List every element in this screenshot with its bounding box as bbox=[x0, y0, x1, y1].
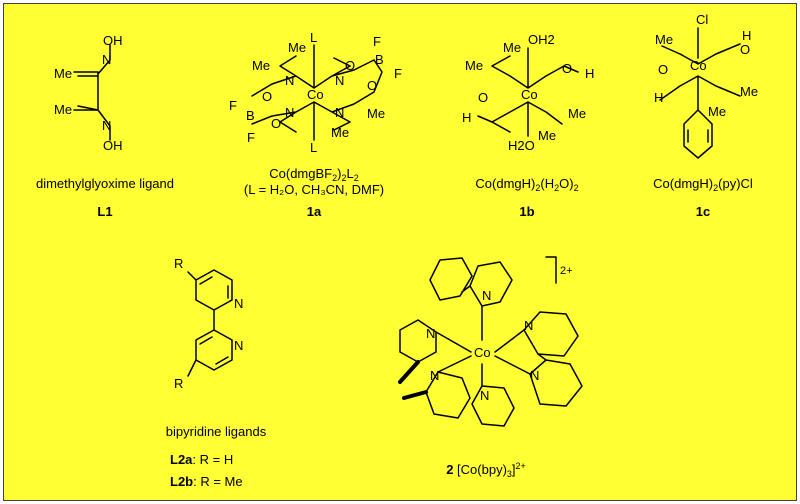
structure-L2: R R N N bbox=[174, 256, 243, 391]
atom-o-1a-2: O bbox=[262, 89, 272, 104]
atom-oh-bottom: OH bbox=[103, 138, 123, 153]
label-L2b: L2b: R = Me bbox=[170, 474, 243, 489]
atom-oh-top: OH bbox=[103, 33, 123, 48]
atom-o-1a-3: O bbox=[367, 78, 377, 93]
atom-me-1b-3: Me bbox=[568, 106, 586, 121]
atom-n-2-2: N bbox=[426, 326, 435, 341]
atom-me-1c-2: Me bbox=[740, 84, 758, 99]
atom-f-1a-1: F bbox=[373, 34, 381, 49]
formula-1b: Co(dmgH)2(H2O)2 bbox=[475, 176, 578, 193]
charge-bracket bbox=[545, 256, 557, 284]
atom-o-1a-1: O bbox=[345, 58, 355, 73]
atom-h-1c-2: H bbox=[742, 28, 751, 43]
atom-n-top: N bbox=[102, 52, 111, 67]
atom-n-1a-2: N bbox=[335, 73, 344, 88]
atom-l-top: L bbox=[310, 30, 317, 45]
formula-1a: Co(dmgBF2)2L2 bbox=[269, 166, 358, 183]
ligand-note-1a: (L = H₂O, CH₃CN, DMF) bbox=[244, 182, 384, 197]
atom-b-1a-right: B bbox=[375, 52, 384, 67]
atom-me-1b-1: Me bbox=[503, 40, 521, 55]
atom-h-1b-2: H bbox=[462, 110, 471, 125]
scheme-panel bbox=[3, 3, 797, 501]
atom-f-1a-3: F bbox=[229, 98, 237, 113]
atom-n-2-5: N bbox=[530, 368, 539, 383]
atom-n-bottom: N bbox=[102, 118, 111, 133]
caption-L1: dimethylglyoxime ligand bbox=[36, 176, 174, 191]
formula-2: 2 [Co(bpy)3]2+ bbox=[446, 461, 526, 479]
structure-1c: Co Cl Me Me Me O O H H bbox=[654, 12, 758, 159]
atom-n-1a-1: N bbox=[285, 73, 294, 88]
atom-n-1a-3: N bbox=[285, 105, 294, 120]
atom-n-1a-4: N bbox=[335, 105, 344, 120]
atom-oh2-1b: OH2 bbox=[528, 32, 555, 47]
atom-me-1a-1: Me bbox=[288, 40, 306, 55]
atom-l-bottom: L bbox=[310, 140, 317, 155]
atom-h-1c-1: H bbox=[654, 90, 663, 105]
atom-o-1c-1: O bbox=[658, 62, 668, 77]
atom-f-1a-4: F bbox=[247, 130, 255, 145]
atom-me-1c-3: Me bbox=[708, 104, 726, 119]
structure-1b: Co OH2 H2O Me Me Me Me O H O H bbox=[462, 32, 594, 153]
atom-n-2-3: N bbox=[524, 318, 533, 333]
atom-co-1c: Co bbox=[690, 58, 707, 73]
atom-n-L2-2: N bbox=[234, 338, 243, 353]
atom-co-2: Co bbox=[474, 345, 491, 360]
charge-2: 2+ bbox=[560, 265, 573, 277]
label-1b: 1b bbox=[519, 204, 534, 219]
atom-o-1b-1: O bbox=[562, 61, 572, 76]
structure-2: Co N N N N N N 2+ bbox=[398, 256, 583, 427]
atom-me-1a-4: Me bbox=[331, 125, 349, 140]
atom-n-2-1: N bbox=[482, 288, 491, 303]
atom-me-1b-2: Me bbox=[465, 58, 483, 73]
atom-h2o-1b: H2O bbox=[508, 138, 535, 153]
atom-co-1b: Co bbox=[521, 87, 538, 102]
atom-r-top: R bbox=[174, 256, 183, 271]
atom-n-2-4: N bbox=[430, 368, 439, 383]
label-L2a: L2a: R = H bbox=[170, 452, 233, 467]
atom-me-1a-2: Me bbox=[252, 58, 270, 73]
label-L1: L1 bbox=[97, 204, 112, 219]
atom-o-1b-2: O bbox=[478, 90, 488, 105]
atom-h-1b-1: H bbox=[585, 66, 594, 81]
atom-cl-1c: Cl bbox=[696, 12, 708, 27]
atom-me-1c-1: Me bbox=[655, 32, 673, 47]
atom-o-1c-2: O bbox=[740, 42, 750, 57]
atom-me-1a-3: Me bbox=[367, 106, 385, 121]
atom-r-bottom: R bbox=[174, 376, 183, 391]
label-1a: 1a bbox=[307, 204, 322, 219]
atom-n-2-6: N bbox=[480, 388, 489, 403]
atom-me-top: Me bbox=[54, 66, 72, 81]
atom-co-1a: Co bbox=[307, 87, 324, 102]
formula-1c: Co(dmgH)2(py)Cl bbox=[653, 176, 753, 193]
label-1c: 1c bbox=[696, 204, 710, 219]
atom-o-1a-4: O bbox=[271, 116, 281, 131]
atom-b-1a-left: B bbox=[246, 108, 255, 123]
atom-f-1a-2: F bbox=[394, 66, 402, 81]
caption-L2: bipyridine ligands bbox=[166, 424, 267, 439]
structure-L1: Me Me N N OH OH bbox=[54, 33, 123, 153]
atom-n-L2-1: N bbox=[234, 296, 243, 311]
atom-me-1b-4: Me bbox=[538, 128, 556, 143]
structure-1a: Co L L Me Me Me Me N N N N O O O O B B F… bbox=[229, 30, 402, 155]
atom-me-bottom: Me bbox=[54, 102, 72, 117]
